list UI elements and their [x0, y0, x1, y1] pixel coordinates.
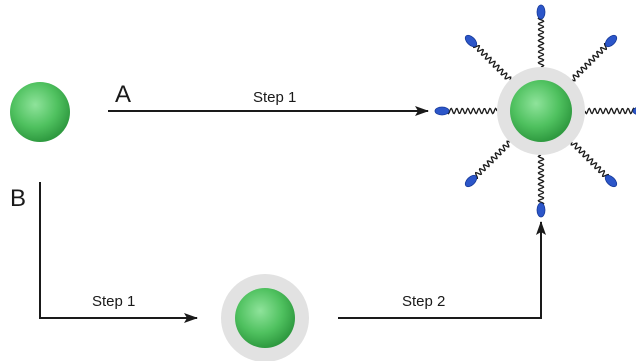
ligand-chain: [584, 107, 636, 115]
route-b-step2-label: Step 2: [402, 293, 445, 310]
green-sphere-icon: [10, 82, 70, 142]
route-b-step1-arrow: [39, 182, 198, 323]
route-b-step1-label: Step 1: [92, 293, 135, 310]
ligand-chain: [474, 140, 511, 179]
green-sphere-icon: [235, 288, 295, 348]
bare-particle: [10, 82, 70, 142]
ligand-chain: [537, 154, 545, 206]
blue-end-group-icon: [536, 4, 546, 20]
blue-end-group-icon: [632, 107, 636, 115]
ligand-chain: [446, 107, 498, 115]
ligand-chain: [537, 16, 545, 68]
blue-end-group-icon: [604, 34, 618, 48]
green-sphere-icon: [510, 80, 572, 142]
coated-particle: [221, 274, 309, 361]
blue-end-group-icon: [464, 34, 478, 48]
route-b-step2-arrow: [338, 221, 546, 319]
ligand-chain: [570, 141, 609, 178]
ligand-chain: [571, 43, 608, 82]
ligand-shell: [434, 4, 636, 218]
functionalized-particle: [497, 67, 585, 155]
blue-end-group-icon: [604, 174, 618, 188]
route-a-letter: A: [115, 81, 131, 108]
blue-end-group-icon: [434, 106, 450, 116]
blue-end-group-icon: [464, 174, 478, 188]
route-b-letter: B: [10, 185, 26, 212]
route-a-step1-label: Step 1: [253, 89, 296, 106]
blue-end-group-icon: [536, 202, 546, 218]
ligand-chain: [473, 44, 512, 81]
